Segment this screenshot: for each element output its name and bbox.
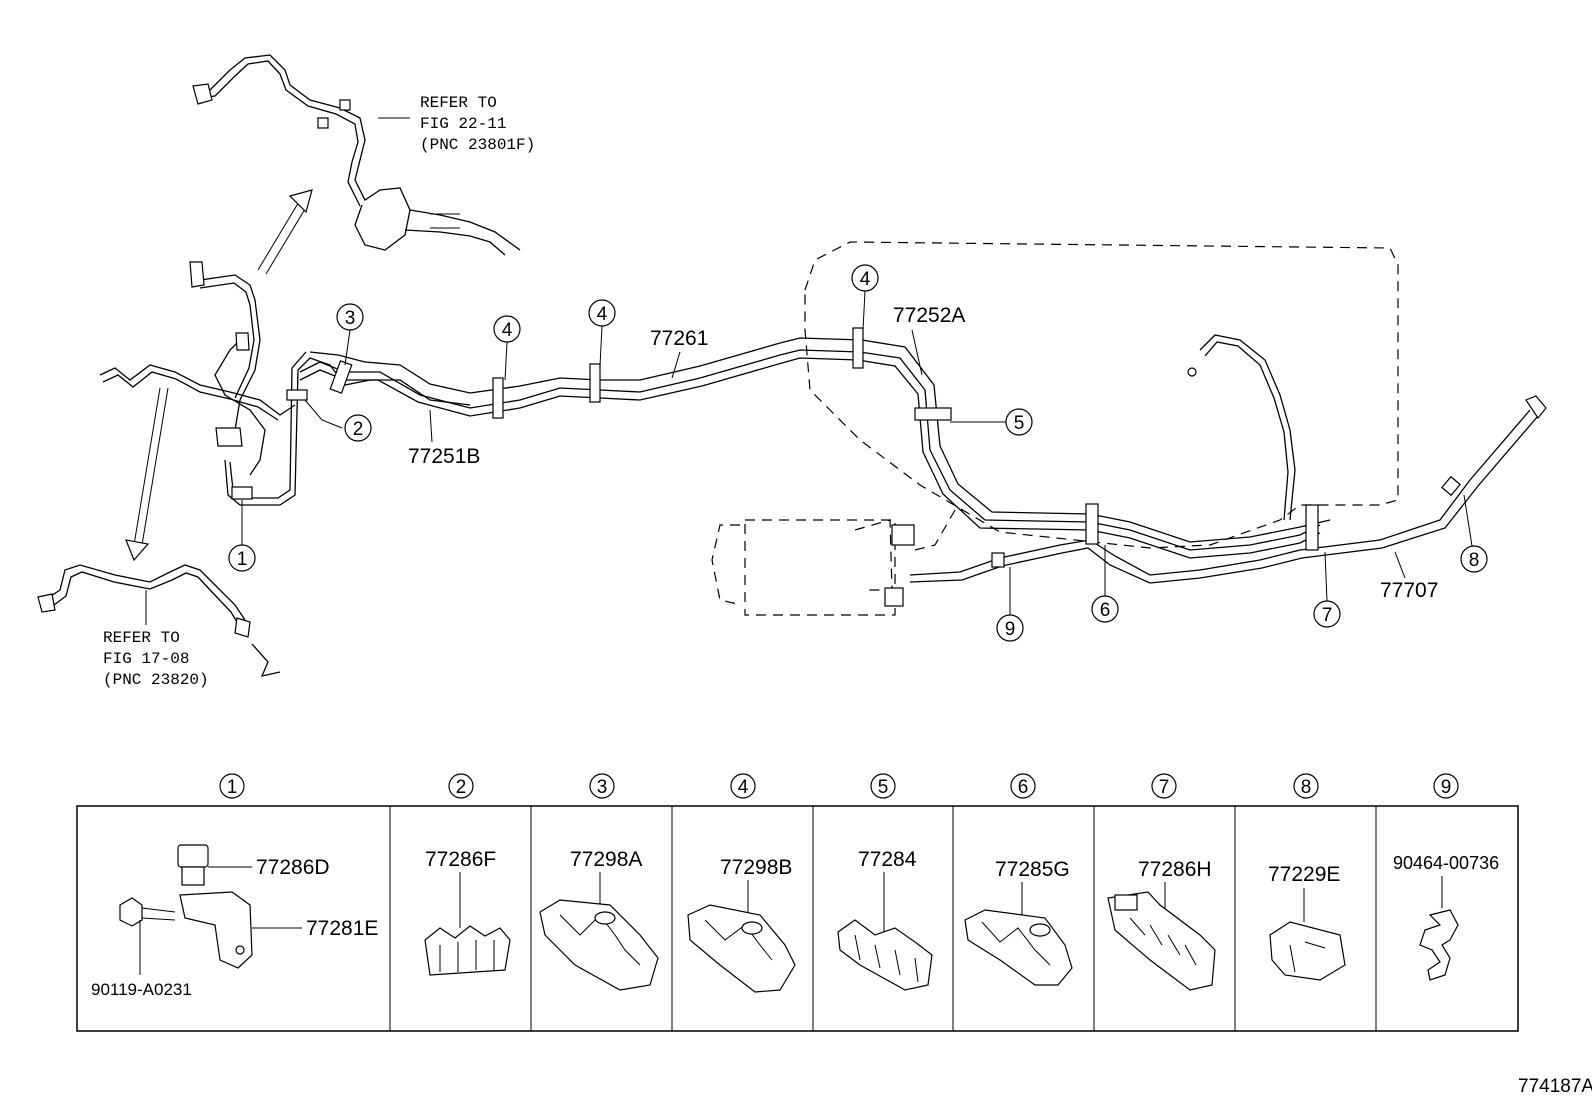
table-header-9: 9 <box>1441 777 1452 798</box>
table-header-8: 8 <box>1301 777 1312 798</box>
callout-2 <box>344 414 372 442</box>
ref-lower-line2: FIG 17-08 <box>103 650 189 668</box>
table-cell-1: 77286D 77281E 90119-A0231 <box>91 844 378 999</box>
table-cell-2: 77286F <box>424 848 511 976</box>
label-77261: 77261 <box>650 327 708 350</box>
table-header-2: 2 <box>456 777 467 798</box>
arrow-up-right-icon <box>257 189 313 275</box>
left-front-tube-assembly <box>99 261 471 506</box>
callout-1 <box>228 544 256 572</box>
parts-table: 1 2 3 4 5 6 7 8 9 77286D 77281E 90119-A0… <box>76 773 1519 1032</box>
callout-3 <box>336 303 364 331</box>
label-77251B: 77251B <box>408 445 480 468</box>
clamp-marks <box>231 327 1461 568</box>
table-cell-7: 77286H <box>1107 858 1216 991</box>
callout-5 <box>1005 408 1033 436</box>
callout-4b <box>588 299 616 327</box>
callout-4c-text: 4 <box>860 269 871 290</box>
table-cell-9: 90464-00736 <box>1393 853 1499 981</box>
main-tube-run <box>299 337 1331 559</box>
callout-9 <box>996 614 1024 642</box>
table-header-4: 4 <box>738 777 749 798</box>
part-77298A: 77298A <box>570 848 642 871</box>
charcoal-canister <box>711 509 956 616</box>
part-90464-00736: 90464-00736 <box>1393 853 1499 873</box>
ref-upper-line1: REFER TO <box>420 94 497 112</box>
callout-6-text: 6 <box>1100 600 1111 621</box>
callout-9-text: 9 <box>1005 619 1016 640</box>
part-77286D: 77286D <box>256 856 330 879</box>
upper-reference-tube-assembly <box>192 54 521 256</box>
callout-4c <box>851 264 879 292</box>
callout-7-text: 7 <box>1322 605 1333 626</box>
part-77285G: 77285G <box>995 858 1070 881</box>
table-frame <box>76 805 1519 1032</box>
fuel-tank-outline <box>804 241 1399 549</box>
table-header-3: 3 <box>597 777 608 798</box>
callout-2-text: 2 <box>353 419 364 440</box>
table-cell-4: 77298B <box>687 856 796 993</box>
callout-1-text: 1 <box>237 549 248 570</box>
table-cell-3: 77298A <box>539 848 659 991</box>
callout-circles: 1 2 3 4 4 4 5 6 7 8 9 <box>228 264 1488 642</box>
table-header-7: 7 <box>1159 777 1170 798</box>
callout-4a-text: 4 <box>502 320 513 341</box>
ref-lower-line3: (PNC 23820) <box>103 671 209 689</box>
ref-upper-line2: FIG 22-11 <box>420 115 506 133</box>
reference-note-upper: REFER TO FIG 22-11 (PNC 23801F) <box>378 94 535 154</box>
part-77229E: 77229E <box>1268 863 1340 886</box>
lower-reference-tube-assembly <box>37 564 281 677</box>
ref-lower-line1: REFER TO <box>103 629 180 647</box>
part-77286F: 77286F <box>425 848 496 871</box>
arrow-down-left-icon <box>125 387 169 562</box>
part-77286H: 77286H <box>1138 858 1212 881</box>
label-77707: 77707 <box>1380 579 1438 602</box>
rear-filler-pipe <box>909 334 1547 584</box>
table-header-6: 6 <box>1018 777 1029 798</box>
callout-7 <box>1313 600 1341 628</box>
part-90119-A0231: 90119-A0231 <box>91 980 192 999</box>
callout-6 <box>1091 595 1119 623</box>
callout-8 <box>1460 545 1488 573</box>
part-77284: 77284 <box>858 848 917 871</box>
table-header-1: 1 <box>227 777 238 798</box>
table-column-headers: 1 2 3 4 5 6 7 8 9 <box>219 773 1459 799</box>
part-77298B: 77298B <box>720 856 792 879</box>
part-77281E: 77281E <box>306 917 378 940</box>
callout-5-text: 5 <box>1014 413 1025 434</box>
table-cell-6: 77285G <box>964 858 1073 986</box>
ref-upper-line3: (PNC 23801F) <box>420 136 535 154</box>
label-77252A: 77252A <box>893 304 965 327</box>
figure-id: 774187A <box>1518 1076 1592 1097</box>
table-cell-8: 77229E <box>1268 863 1346 981</box>
reference-note-lower: REFER TO FIG 17-08 (PNC 23820) <box>103 590 209 689</box>
callout-4a <box>493 315 521 343</box>
callout-4b-text: 4 <box>597 304 608 325</box>
table-header-5: 5 <box>878 777 889 798</box>
main-part-labels: 77261 77252A 77251B 77707 <box>408 304 1438 602</box>
table-cell-5: 77284 <box>837 848 933 991</box>
callout-8-text: 8 <box>1469 550 1480 571</box>
callout-3-text: 3 <box>345 308 356 329</box>
